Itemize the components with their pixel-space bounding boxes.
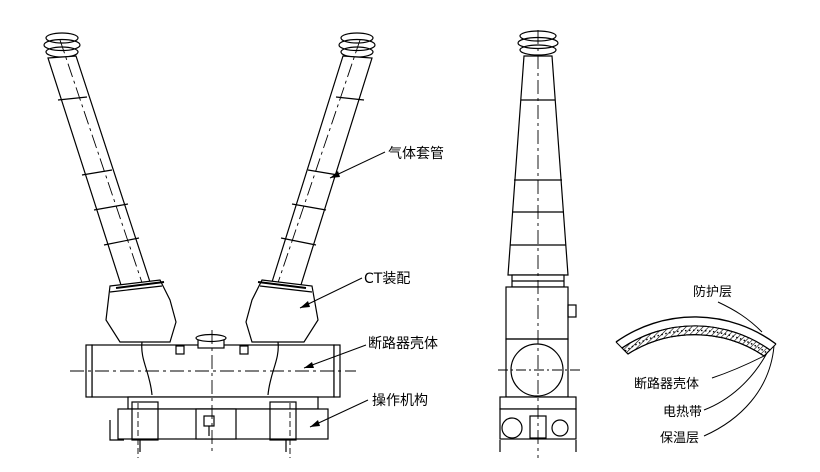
right-ct-assembly xyxy=(245,279,319,343)
label-protective-layer: 防护层 xyxy=(693,284,732,300)
label-heating-tape: 电热带 xyxy=(663,405,702,420)
label-breaker-shell-section: 断路器壳体 xyxy=(634,376,699,392)
front-breaker-shell xyxy=(70,333,356,398)
left-ct-assembly xyxy=(105,279,177,343)
label-breaker-shell: 断路器壳体 xyxy=(368,335,438,352)
right-gas-bushing xyxy=(261,32,376,331)
label-mechanism: 操作机构 xyxy=(372,393,428,409)
front-operating-mechanism xyxy=(109,330,329,458)
label-insulation-layer: 保温层 xyxy=(660,431,699,446)
front-view xyxy=(43,32,376,458)
label-gas-bushing: 气体套管 xyxy=(388,146,444,162)
detail-labels: 防护层 断路器壳体 电热带 保温层 xyxy=(634,284,775,446)
front-labels: 气体套管 CT装配 断路器壳体 操作机构 xyxy=(299,146,444,428)
side-view xyxy=(498,30,580,458)
label-ct-assembly: CT装配 xyxy=(364,271,410,287)
